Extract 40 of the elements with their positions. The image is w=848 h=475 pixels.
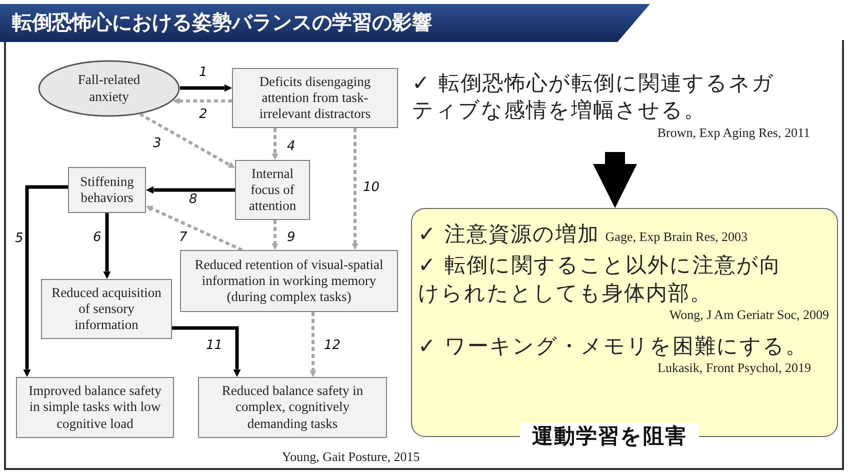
citation: Wong, J Am Geriatr Soc, 2009 — [668, 306, 829, 323]
box-label: Deficits disengaging attention from task-irrelevant distractors — [258, 74, 372, 122]
arrow — [103, 213, 111, 279]
process-box — [41, 279, 172, 339]
arrow — [139, 112, 236, 168]
process-box — [198, 377, 387, 438]
arrow — [272, 220, 278, 250]
process-box — [16, 377, 174, 438]
title: 転倒恐怖心における姿勢バランスの学習の影響 — [12, 9, 432, 36]
ellipse-node — [38, 60, 180, 117]
citation: Gage, Exp Brain Res, 2003 — [605, 229, 748, 244]
arrow — [146, 206, 243, 252]
arrow — [180, 84, 232, 92]
statement: ✓ 転倒恐怖心が転倒に関連するネガティブな感情を増幅させる。 — [412, 70, 776, 124]
arrow — [23, 185, 68, 377]
box-label: Stiffening behaviors — [79, 174, 135, 206]
statement: ✓ 転倒に関すること以外に注意が向けられたとしても身体内部。 — [418, 252, 782, 307]
process-box — [180, 250, 398, 312]
arrow — [310, 312, 316, 377]
arrow — [352, 128, 358, 250]
process-box — [232, 68, 398, 128]
citation: Young, Gait Posture, 2015 — [282, 449, 420, 465]
node-label: Fall-related anxiety — [76, 72, 142, 105]
box-label: Improved balance safety in simple tasks with low cognitive load — [28, 383, 162, 432]
citation: Lukasik, Front Psychol, 2019 — [656, 360, 812, 376]
arrow — [146, 186, 235, 194]
process-box — [68, 167, 146, 213]
statement: ✓ ワーキング・メモリを困難にする。 — [418, 332, 808, 360]
box-label: Internal focus of attention — [248, 166, 298, 214]
arrow — [172, 98, 232, 104]
citation: Brown, Exp Aging Res, 2011 — [656, 124, 811, 141]
statement: ✓ 注意資源の増加 — [418, 222, 600, 246]
box-label: Reduced balance safety in complex, cognitively demanding tasks — [220, 383, 364, 432]
arrow — [593, 152, 637, 208]
panel-heading: 運動学習を阻害 — [520, 422, 699, 450]
arrow — [272, 128, 278, 160]
arrow — [172, 326, 241, 377]
box-label: Reduced acquisition of sensory information — [50, 284, 162, 334]
box-label: Reduced retention of visual-spatial information in working memory (during complex tasks) — [194, 256, 384, 306]
process-box — [235, 160, 310, 220]
